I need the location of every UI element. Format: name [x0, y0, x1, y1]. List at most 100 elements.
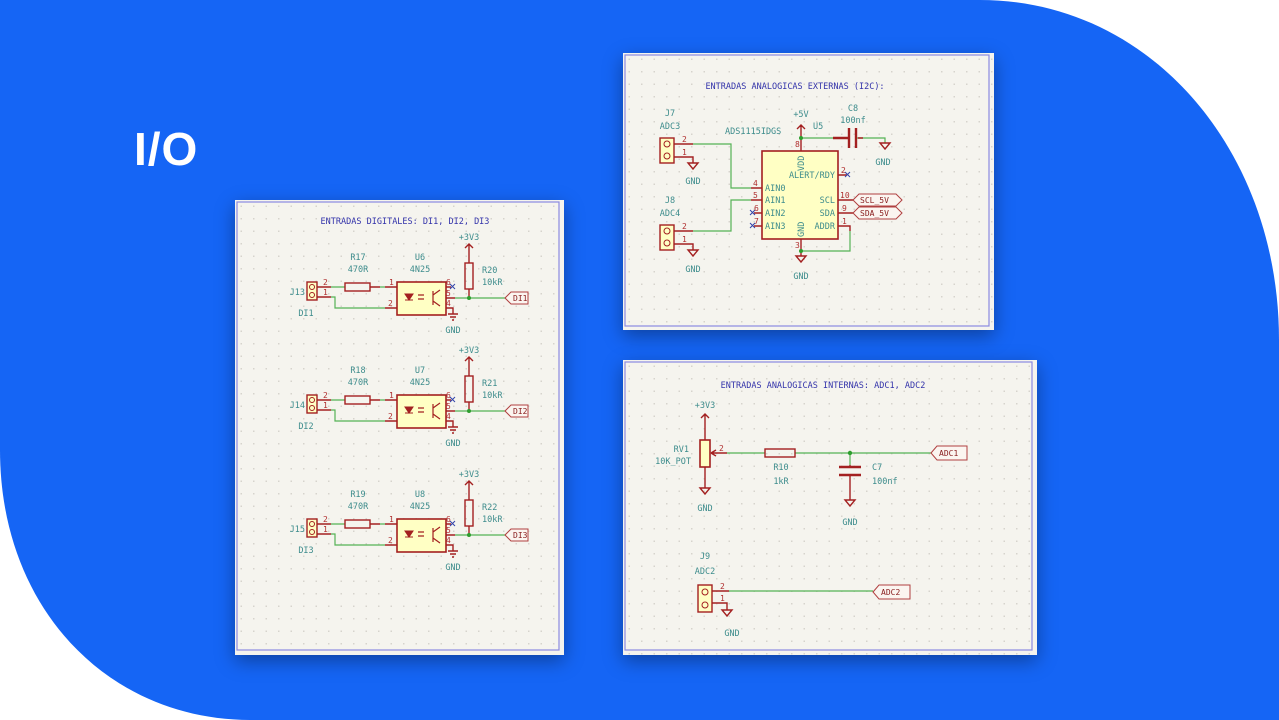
resistor-symbol: [344, 395, 371, 405]
resistor-value: 470R: [348, 265, 369, 275]
connector-ref: J14: [290, 401, 305, 411]
resistor-symbol: [344, 519, 371, 529]
pin-number: 1: [323, 525, 328, 534]
gnd-label: GND: [445, 563, 460, 573]
connector-value: ADC4: [660, 209, 680, 219]
ads1115-ic: [761, 150, 839, 240]
gnd-label: GND: [724, 629, 739, 639]
gnd-label: GND: [445, 439, 460, 449]
connector-terminal: [306, 518, 318, 538]
pin-name: GND: [797, 222, 807, 237]
slide-title: I/O: [134, 123, 199, 175]
connector-ref: J15: [290, 525, 305, 535]
pot-ref: RV1: [674, 445, 689, 455]
pin-number: 1: [842, 217, 847, 226]
pin-number: 6: [446, 278, 451, 287]
resistor-ref: R10: [773, 463, 788, 473]
pin-number: 4: [446, 412, 451, 421]
pin-number: 1: [720, 594, 725, 603]
pin-number: 5: [753, 191, 758, 200]
pin-number: 6: [446, 391, 451, 400]
pin-number: 2: [323, 515, 328, 524]
digital-block-2: +3V3 R21 10kR R18 470R U7 4N25 J14 DI2 2…: [290, 346, 529, 449]
connector-terminal: [306, 394, 318, 414]
pin-name: VDD: [797, 156, 807, 171]
supply-label: +3V3: [695, 401, 715, 411]
pin-name: AIN1: [765, 196, 785, 206]
pin-number: 1: [389, 278, 394, 287]
pin-number: 1: [682, 235, 687, 244]
digital-inputs-schematic: ENTRADAS DIGITALES: DI1, DI2, DI3 +3V3 R…: [235, 200, 564, 655]
pin-number: 9: [842, 204, 847, 213]
digital-block-1: +3V3 R20 10kR R17 470R U6 4N25 J13 DI1 2…: [290, 233, 529, 336]
connector-value: DI1: [298, 309, 313, 319]
resistor-symbol: [344, 282, 371, 292]
pin-number: 2: [323, 391, 328, 400]
connector-value: DI2: [298, 422, 313, 432]
opto-ref: U7: [415, 366, 425, 376]
connector-value: DI3: [298, 546, 313, 556]
connector-ref: J13: [290, 288, 305, 298]
pullup-value: 10kR: [482, 278, 503, 288]
supply-label: +3V3: [459, 233, 479, 243]
pin-number: 1: [389, 515, 394, 524]
opto-part: 4N25: [410, 502, 430, 512]
net-label: SDA_5V: [860, 209, 889, 218]
opto-part: 4N25: [410, 265, 430, 275]
pullup-ref: R21: [482, 379, 497, 389]
supply-label: +3V3: [459, 470, 479, 480]
pin-name: AIN2: [765, 209, 785, 219]
pin-number: 3: [795, 241, 800, 250]
pin-number: 7: [754, 217, 759, 226]
gnd-label: GND: [445, 326, 460, 336]
pin-name: AIN3: [765, 222, 785, 232]
net-label: ADC2: [881, 588, 900, 597]
net-label: DI3: [513, 531, 528, 540]
schematic-title: ENTRADAS ANALOGICAS INTERNAS: ADC1, ADC2: [721, 381, 926, 391]
gnd-label: GND: [842, 518, 857, 528]
pin-number: 2: [388, 536, 393, 545]
pin-number: 2: [388, 412, 393, 421]
pin-number: 1: [682, 148, 687, 157]
ic-ref: U5: [813, 122, 823, 132]
potentiometer-symbol: [699, 439, 711, 468]
resistor-ref: R19: [350, 490, 365, 500]
connector-terminal: [306, 281, 318, 301]
internal-analog-schematic: ENTRADAS ANALOGICAS INTERNAS: ADC1, ADC2…: [623, 360, 1037, 655]
pin-number: 2: [323, 278, 328, 287]
pin-number: 1: [323, 288, 328, 297]
net-label: DI2: [513, 407, 528, 416]
pullup-ref: R20: [482, 266, 497, 276]
pin-name: SDA: [820, 209, 835, 219]
opto-part: 4N25: [410, 378, 430, 388]
pin-number: 5: [446, 526, 451, 535]
resistor-value: 1kR: [773, 477, 789, 487]
pin-number: 10: [840, 191, 850, 200]
pullup-value: 10kR: [482, 391, 503, 401]
pin-name: AIN0: [765, 184, 785, 194]
resistor-value: 470R: [348, 378, 369, 388]
connector-value: ADC2: [695, 567, 715, 577]
external-analog-schematic: ENTRADAS ANALOGICAS EXTERNAS (I2C): J7 A…: [623, 53, 994, 330]
resistor-ref: R18: [350, 366, 365, 376]
net-label: DI1: [513, 294, 528, 303]
supply-label: +3V3: [459, 346, 479, 356]
opto-ref: U8: [415, 490, 425, 500]
gnd-label: GND: [685, 265, 700, 275]
cap-value: 100nf: [872, 477, 898, 487]
supply-label: +5V: [793, 110, 808, 120]
connector-terminal: [697, 584, 713, 613]
net-label: SCL_5V: [860, 196, 889, 205]
pin-number: 6: [754, 204, 759, 213]
digital-block-3: +3V3 R22 10kR R19 470R U8 4N25 J15 DI3 2…: [290, 470, 529, 573]
pin-number: 2: [682, 222, 687, 231]
resistor-symbol: [764, 448, 796, 458]
gnd-label: GND: [697, 504, 712, 514]
pot-value: 10K_POT: [655, 457, 691, 467]
schematic-title: ENTRADAS DIGITALES: DI1, DI2, DI3: [321, 217, 490, 227]
connector-ref: J9: [700, 552, 710, 562]
cap-value: 100nf: [840, 116, 866, 126]
opto-ref: U6: [415, 253, 425, 263]
pullup-ref: R22: [482, 503, 497, 513]
capacitor-symbol: [839, 465, 861, 477]
